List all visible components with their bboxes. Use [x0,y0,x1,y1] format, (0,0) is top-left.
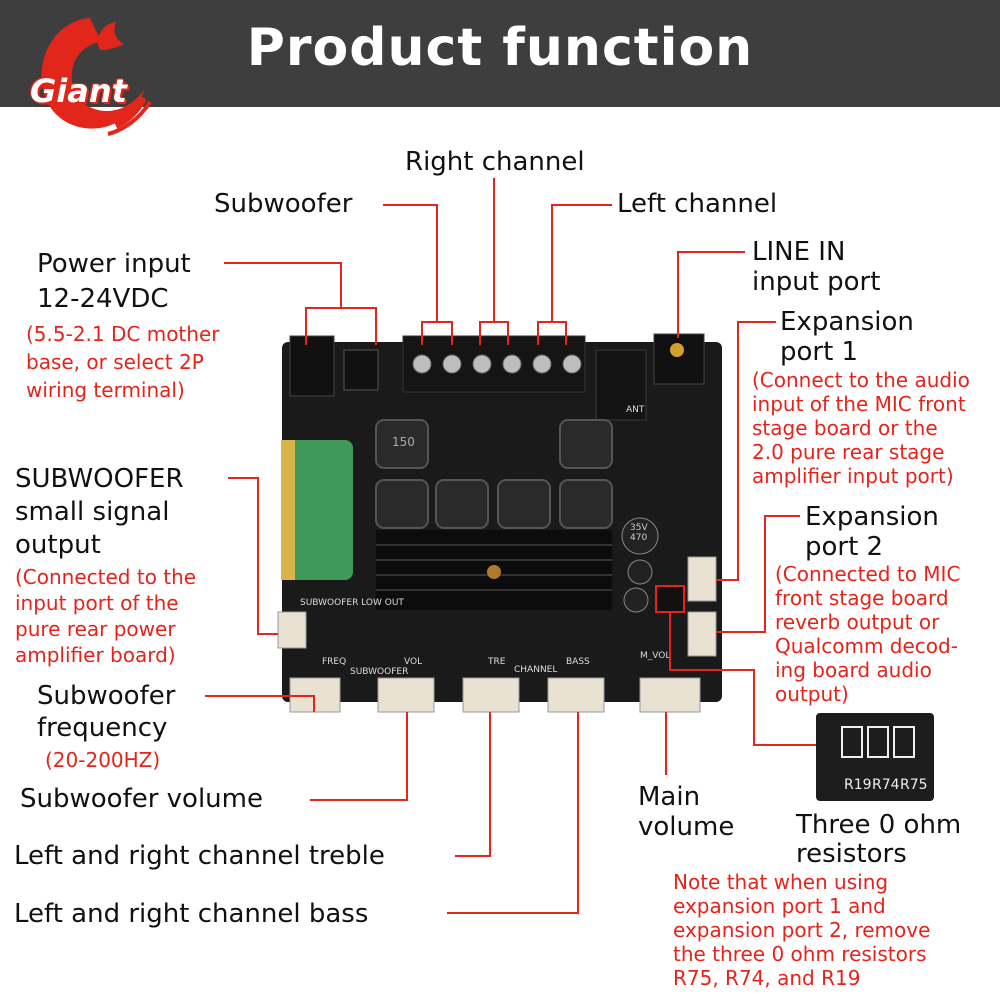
note-exp1-3: stage board or the [752,416,938,440]
note-exp2-4: Qualcomm decod- [775,634,958,658]
note-resistor-2: expansion port 1 and [673,894,886,918]
line-in-jack [653,333,705,385]
label-sub-frequency-1: Subwoofer [37,681,176,711]
note-power-2: base, or select 2P [26,350,204,374]
svg-text:SUBWOOFER: SUBWOOFER [350,667,408,677]
main-vol-connector [639,677,701,713]
note-sub-out-3: pure rear power [15,617,176,641]
note-sub-frequency: (20-200HZ) [45,748,161,772]
label-sub-out-1: SUBWOOFER [15,464,184,494]
svg-text:TRE: TRE [487,657,506,667]
2p-terminal [343,349,379,391]
note-exp1-5: amplifier input port) [752,464,954,488]
note-exp2-5: ing board audio [775,658,932,682]
resistor-inset: R19 R74 R75 [816,713,934,801]
svg-text:FREQ: FREQ [322,657,346,667]
label-expansion-1: Expansion [780,307,914,337]
green-capacitor [281,440,353,580]
sub-vol-connector [377,677,435,713]
note-exp1-2: input of the MIC front [752,392,966,416]
inset-r74: R74 [872,777,900,793]
label-main-volume-2: volume [638,812,735,842]
label-treble: Left and right channel treble [14,841,385,871]
label-sub-frequency-2: frequency [37,713,168,743]
leader-lines [205,178,816,914]
note-exp2-2: front stage board [775,586,949,610]
label-expansion-2-port: port 2 [805,532,884,562]
note-sub-out-2: input port of the [15,591,179,615]
bass-connector [547,677,605,713]
svg-text:470: 470 [630,533,647,543]
note-exp2-1: (Connected to MIC [775,562,961,586]
svg-text:M_VOL: M_VOL [640,651,670,661]
note-resistor-1: Note that when using [673,870,889,894]
expansion-port-2-connector [687,611,717,657]
label-resistors-2: resistors [796,839,907,869]
note-resistor-3: expansion port 2, remove [673,918,931,942]
label-sub-out-2: small signal [15,497,170,527]
label-power-voltage: 12-24VDC [37,284,169,314]
speaker-terminal-block [402,335,586,393]
note-exp2-6: output) [775,682,849,706]
sub-out-connector [277,611,307,649]
note-exp2-3: reverb output or [775,610,940,634]
svg-text:150: 150 [392,435,415,449]
svg-text:ANT: ANT [626,405,645,415]
svg-text:VOL: VOL [404,657,422,667]
page-title: Product function [246,18,754,78]
label-sub-volume: Subwoofer volume [20,784,263,814]
label-bass: Left and right channel bass [14,899,369,929]
note-resistor-4: the three 0 ohm resistors [673,942,927,966]
label-expansion-2: Expansion [805,502,939,532]
label-resistors-1: Three 0 ohm [796,810,962,840]
label-line-in: LINE IN [752,237,846,267]
label-right-channel: Right channel [405,147,585,177]
label-subwoofer: Subwoofer [214,189,353,219]
svg-text:BASS: BASS [566,657,590,667]
label-sub-out-3: output [15,530,101,560]
treble-connector [462,677,520,713]
label-main-volume-1: Main [638,782,701,812]
inset-r19: R19 [844,777,872,793]
inset-r75: R75 [900,777,928,793]
svg-text:35V: 35V [630,523,648,533]
silk-sub-low-out: SUBWOOFER LOW OUT [300,598,404,608]
note-power-1: (5.5-2.1 DC mother [26,322,220,346]
note-sub-out-1: (Connected to the [15,565,197,589]
label-line-in-port: input port [752,267,881,297]
note-sub-out-4: amplifier board) [15,643,176,667]
note-power-3: wiring terminal) [26,378,185,402]
label-expansion-1-port: port 1 [780,337,859,367]
label-power-input: Power input [37,249,191,279]
label-left-channel: Left channel [617,189,778,219]
dc-jack [289,335,335,397]
brand-logo [41,18,152,136]
expansion-port-1-connector [687,556,717,602]
header-bar [0,0,1000,107]
note-exp1-1: (Connect to the audio [752,368,970,392]
svg-text:CHANNEL: CHANNEL [514,665,557,675]
note-exp1-4: 2.0 pure rear stage [752,440,945,464]
brand-logo-text: Giant [30,72,127,110]
note-resistor-5: R75, R74, and R19 [673,966,861,990]
